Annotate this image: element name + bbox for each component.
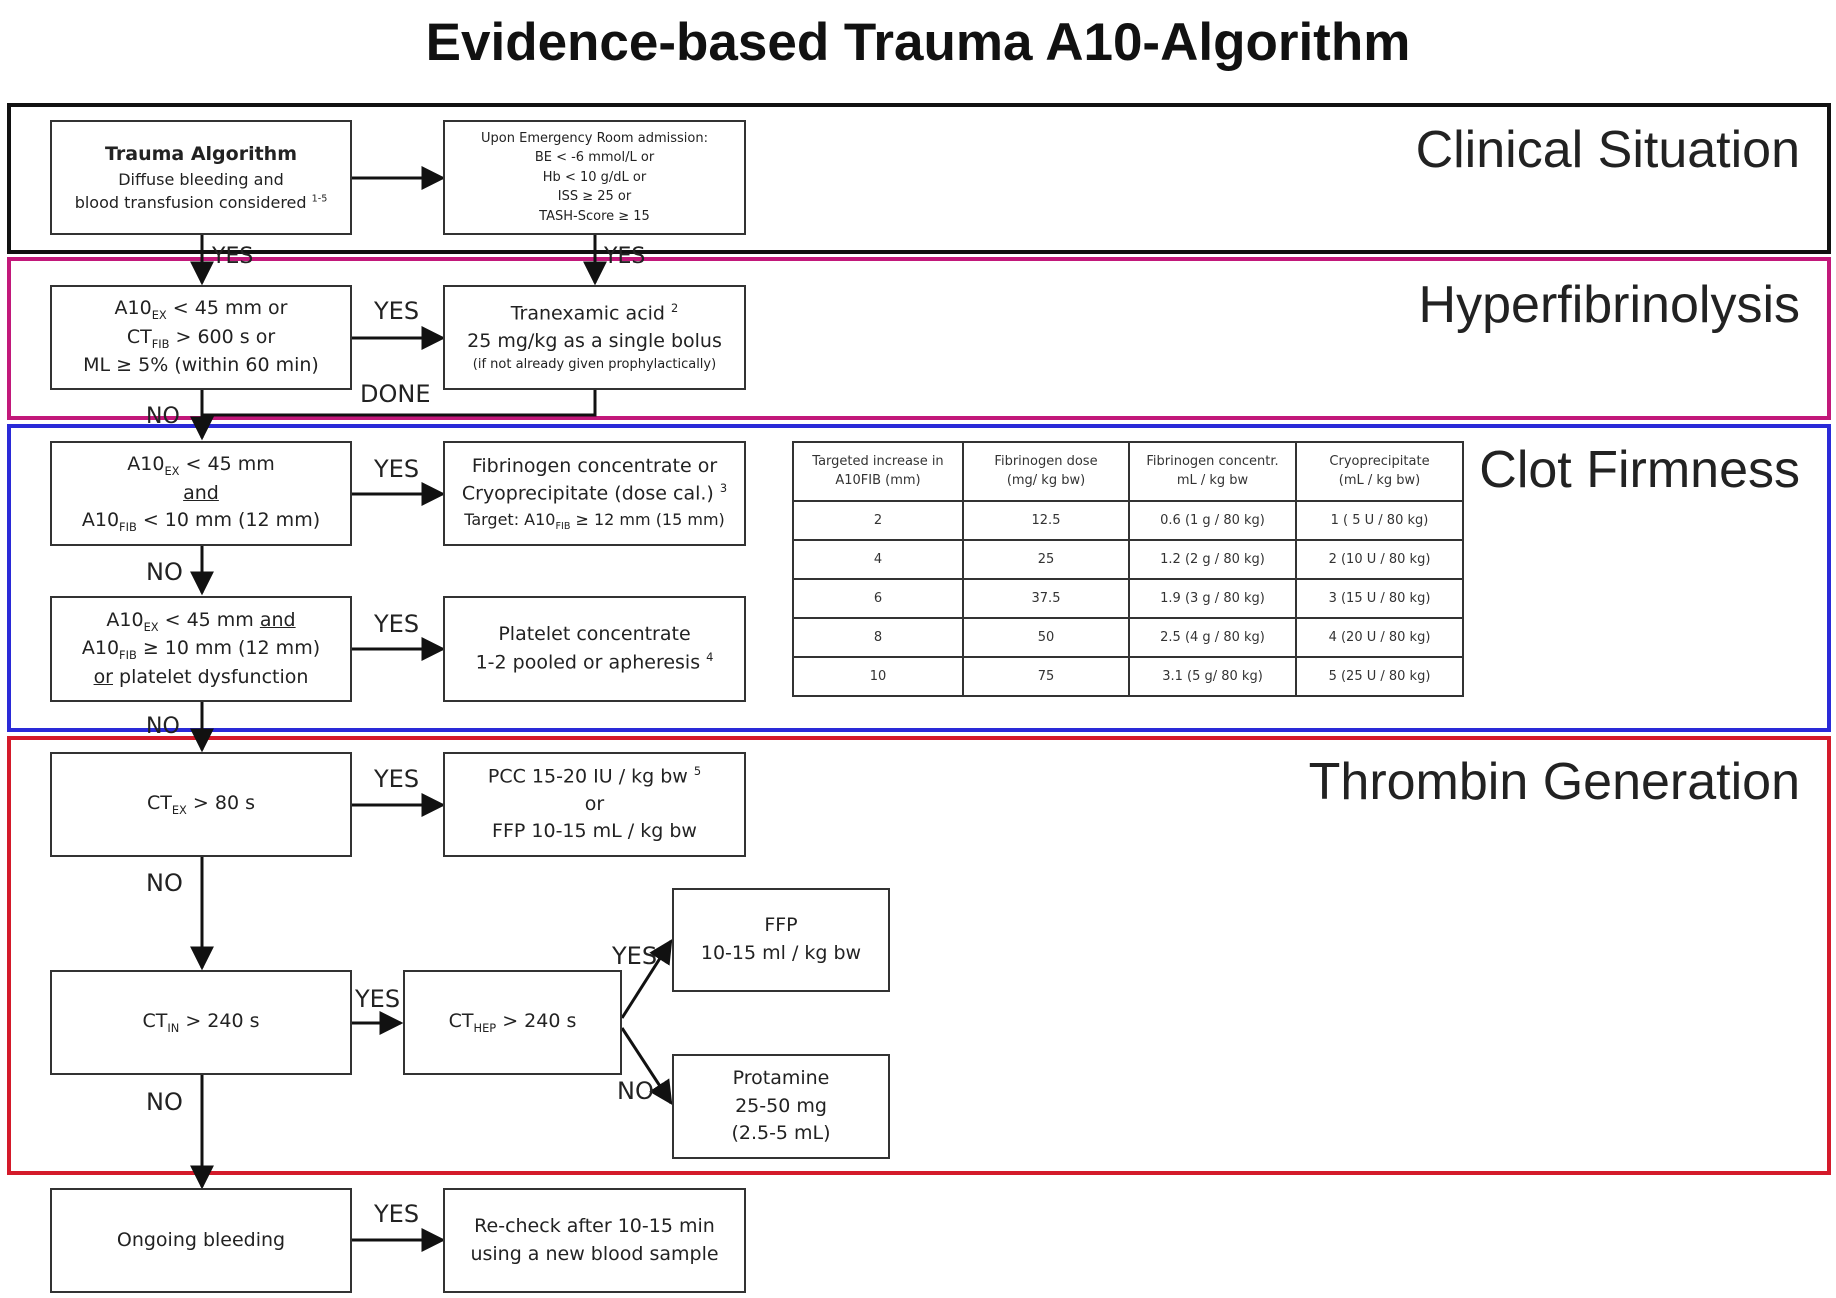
- tranexamic-acid-box: Tranexamic acid 2 25 mg/kg as a single b…: [443, 285, 746, 390]
- yes-label-ctin: YES: [355, 985, 401, 1013]
- trauma-algorithm-box: Trauma Algorithm Diffuse bleeding and bl…: [50, 120, 352, 235]
- yes-label-cf2: YES: [374, 610, 420, 638]
- table-header-cell: Fibrinogen concentr.mL / kg bw: [1128, 441, 1297, 502]
- er-line4: ISS ≥ 25 or: [557, 189, 632, 205]
- section-thrombin-generation: [7, 736, 1831, 1175]
- protamine-line2: 25-50 mg: [735, 1094, 827, 1117]
- no-label-cf1: NO: [146, 558, 183, 586]
- no-label-hf: NO: [146, 404, 180, 429]
- hyperfibrinolysis-criteria-box: A10EX < 45 mm or CTFIB > 600 s or ML ≥ 5…: [50, 285, 352, 390]
- recheck-line2: using a new blood sample: [470, 1242, 719, 1265]
- txa-line1: Tranexamic acid: [510, 302, 665, 325]
- er-line3: Hb < 10 g/dL or: [542, 169, 647, 185]
- line-txa-done: [202, 390, 597, 417]
- no-label-ctin: NO: [146, 1088, 183, 1116]
- section-hyperfibrinolysis: [7, 257, 1831, 420]
- ctex-box: CTEX > 80 s: [50, 752, 352, 857]
- platelet-line1: Platelet concentrate: [498, 623, 691, 646]
- platelet-concentrate-box: Platelet concentrate 1-2 pooled or apher…: [443, 596, 746, 702]
- trauma-title: Trauma Algorithm: [105, 142, 297, 165]
- protamine-line3: (2.5-5 mL): [731, 1122, 831, 1145]
- section-label-clot: Clot Firmness: [1479, 441, 1800, 499]
- table-header-cell: Cryoprecipitate(mL / kg bw): [1295, 441, 1464, 502]
- done-label: DONE: [360, 380, 431, 408]
- no-label-ctex: NO: [146, 869, 183, 897]
- yes-label-ongoing: YES: [374, 1200, 420, 1228]
- trauma-sup: 1-5: [311, 193, 328, 205]
- trauma-line2: blood transfusion considered: [74, 193, 307, 213]
- no-label-cf2: NO: [146, 714, 180, 739]
- ffp-line1: FFP: [764, 914, 798, 937]
- section-label-clinical: Clinical Situation: [1415, 121, 1800, 179]
- er-line5: TASH-Score ≥ 15: [539, 208, 650, 224]
- ongoing-line1: Ongoing bleeding: [116, 1228, 286, 1251]
- ffp-line2: 10-15 ml / kg bw: [700, 942, 862, 964]
- recheck-box: Re-check after 10-15 min using a new blo…: [443, 1188, 746, 1293]
- hf-ml-line: ML ≥ 5% (within 60 min): [83, 354, 319, 377]
- fibrinogen-box: Fibrinogen concentrate or Cryoprecipitat…: [443, 441, 746, 546]
- trauma-line1: Diffuse bleeding and: [118, 170, 284, 190]
- protamine-box: Protamine 25-50 mg (2.5-5 mL): [672, 1054, 890, 1159]
- ffp-box: FFP 10-15 ml / kg bw: [672, 888, 890, 992]
- clot-firmness-criteria-2-box: A10EX < 45 mm and A10FIB ≥ 10 mm (12 mm)…: [50, 596, 352, 702]
- recheck-line1: Re-check after 10-15 min: [474, 1214, 715, 1237]
- page-title: Evidence-based Trauma A10-Algorithm: [425, 13, 1411, 72]
- cthep-box: CTHEP > 240 s: [403, 970, 622, 1075]
- clot-firmness-criteria-1-box: A10EX < 45 mm and A10FIB < 10 mm (12 mm): [50, 441, 352, 546]
- pcc-or: or: [584, 792, 605, 815]
- yes-label-trauma: YES: [212, 244, 254, 269]
- section-label-thrombin: Thrombin Generation: [1308, 753, 1800, 811]
- table-header-cell: Fibrinogen dose(mg/ kg bw): [962, 441, 1130, 502]
- yes-label-cf1: YES: [374, 455, 420, 483]
- yes-label-er: YES: [604, 244, 646, 269]
- fib-line1: Fibrinogen concentrate or: [471, 454, 718, 477]
- arrow-cthep-protamine: [620, 1027, 673, 1106]
- txa-line2: 25 mg/kg as a single bolus: [467, 329, 722, 352]
- yes-label-ctex: YES: [374, 765, 420, 793]
- protamine-line1: Protamine: [732, 1067, 830, 1090]
- section-label-hyper: Hyperfibrinolysis: [1418, 276, 1800, 334]
- ongoing-bleeding-box: Ongoing bleeding: [50, 1188, 352, 1293]
- arrow-cthep-ffp: [620, 938, 673, 1019]
- er-line1: Upon Emergency Room admission:: [481, 130, 708, 146]
- ctin-box: CTIN > 240 s: [50, 970, 352, 1075]
- er-admission-box: Upon Emergency Room admission: BE < -6 m…: [443, 120, 746, 235]
- er-line2: BE < -6 mmol/L or: [534, 150, 655, 166]
- pcc-ffp-box: PCC 15-20 IU / kg bw 5 or FFP 10-15 mL /…: [443, 752, 746, 857]
- section-clinical-situation: [7, 103, 1831, 254]
- txa-line3: (if not already given prophylactically): [472, 357, 717, 373]
- section-clot-firmness: [7, 424, 1831, 732]
- cf1-and: and: [183, 481, 219, 504]
- yes-label-cthep: YES: [612, 942, 658, 970]
- yes-label-hf: YES: [374, 297, 420, 325]
- pcc-ffp-line: FFP 10-15 mL / kg bw: [492, 820, 697, 843]
- no-label-cthep: NO: [617, 1077, 654, 1105]
